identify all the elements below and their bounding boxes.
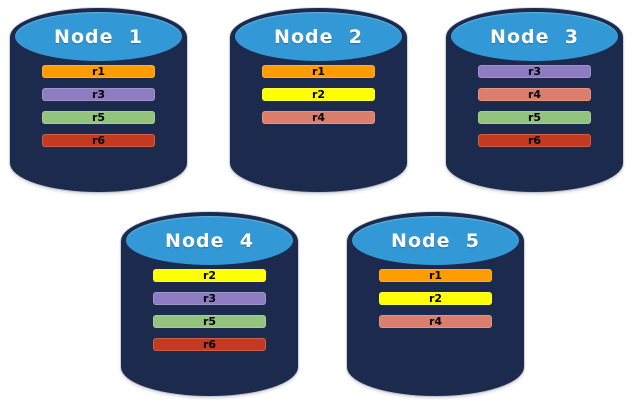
replica-label: r3 [527, 65, 542, 78]
replica-bar: r1 [42, 65, 155, 78]
replica-bar: r3 [478, 65, 591, 78]
replica-bar: r2 [379, 292, 492, 305]
replica-label: r6 [91, 134, 106, 147]
replica-bar: r3 [153, 292, 266, 305]
replica-list: r3 r4 r5 r6 [478, 65, 591, 157]
replica-bar: r2 [262, 88, 375, 101]
node-title: Node 2 [274, 25, 363, 48]
node-cylinder: Node 5 r1 r2 r4 [347, 212, 524, 396]
replica-label: r2 [311, 88, 326, 101]
node-cylinder: Node 1 r1 r3 r5 r6 [10, 8, 187, 192]
replica-bar: r6 [478, 134, 591, 147]
replica-label: r3 [91, 88, 106, 101]
node-title: Node 3 [490, 25, 579, 48]
replica-bar: r5 [42, 111, 155, 124]
replica-bar: r4 [379, 315, 492, 328]
replica-bar: r5 [478, 111, 591, 124]
replica-list: r1 r2 r4 [262, 65, 375, 134]
replica-label: r5 [91, 111, 106, 124]
replica-label: r3 [202, 292, 217, 305]
replica-label: r1 [311, 65, 326, 78]
node-cylinder: Node 2 r1 r2 r4 [230, 8, 407, 192]
replica-label: r6 [202, 338, 217, 351]
replica-bar: r6 [42, 134, 155, 147]
cylinder-top-ellipse: Node 2 [235, 12, 402, 61]
replica-label: r2 [428, 292, 443, 305]
replica-label: r5 [202, 315, 217, 328]
replica-bar: r2 [153, 269, 266, 282]
replica-list: r2 r3 r5 r6 [153, 269, 266, 361]
replica-label: r2 [202, 269, 217, 282]
node-title: Node 4 [165, 229, 254, 252]
replica-bar: r1 [379, 269, 492, 282]
replica-label: r1 [428, 269, 443, 282]
cylinder-top-ellipse: Node 3 [451, 12, 618, 61]
replica-label: r4 [311, 111, 326, 124]
node-cylinder: Node 3 r3 r4 r5 r6 [446, 8, 623, 192]
replica-bar: r4 [478, 88, 591, 101]
replica-list: r1 r3 r5 r6 [42, 65, 155, 157]
cylinder-top-ellipse: Node 4 [126, 216, 293, 265]
replica-bar: r5 [153, 315, 266, 328]
replica-bar: r6 [153, 338, 266, 351]
replica-label: r6 [527, 134, 542, 147]
replica-label: r1 [91, 65, 106, 78]
cylinder-top-ellipse: Node 1 [15, 12, 182, 61]
replica-bar: r4 [262, 111, 375, 124]
replica-bar: r1 [262, 65, 375, 78]
node-title: Node 1 [54, 25, 143, 48]
replica-bar: r3 [42, 88, 155, 101]
replica-label: r4 [527, 88, 542, 101]
cylinder-top-ellipse: Node 5 [352, 216, 519, 265]
replica-label: r5 [527, 111, 542, 124]
replica-label: r4 [428, 315, 443, 328]
replica-list: r1 r2 r4 [379, 269, 492, 338]
node-cylinder: Node 4 r2 r3 r5 r6 [121, 212, 298, 396]
node-title: Node 5 [391, 229, 480, 252]
